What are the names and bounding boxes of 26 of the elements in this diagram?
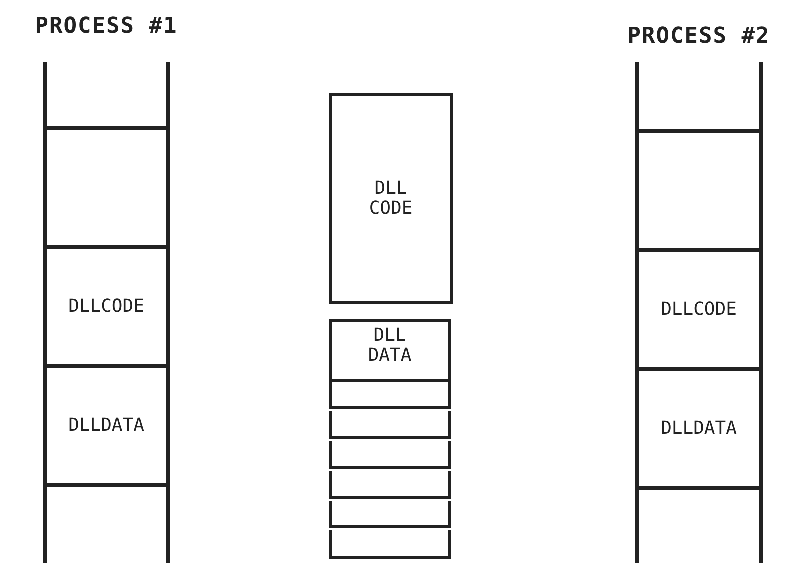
box-label: DLLDATA: [68, 416, 144, 436]
memory-segment: [635, 62, 763, 129]
box-label: DLLDATA: [661, 418, 737, 438]
memory-segment: [43, 62, 170, 126]
memory-segment: [43, 245, 170, 364]
box-label: DLL CODE: [369, 178, 413, 218]
memory-segment: [635, 129, 763, 248]
box-label: DLLCODE: [68, 296, 144, 316]
data-cell: [329, 411, 451, 439]
memory-segment: [43, 364, 170, 483]
data-cell: [329, 471, 451, 499]
data-cell: [329, 382, 451, 409]
data-cell: [329, 441, 451, 469]
memory-segment: [43, 126, 170, 245]
dll-box: [329, 319, 451, 382]
memory-segment: [43, 483, 170, 563]
memory-segment: [635, 486, 763, 563]
box-label: DLLCODE: [661, 300, 737, 320]
data-cell: [329, 501, 451, 528]
process-title: PROCESS #2: [628, 24, 770, 49]
memory-segment: [635, 367, 763, 486]
process-title: PROCESS #1: [35, 14, 178, 39]
data-cell: [329, 530, 451, 559]
dll-box: [329, 93, 453, 304]
memory-segment: [635, 248, 763, 367]
box-label: DLL DATA: [368, 326, 412, 366]
